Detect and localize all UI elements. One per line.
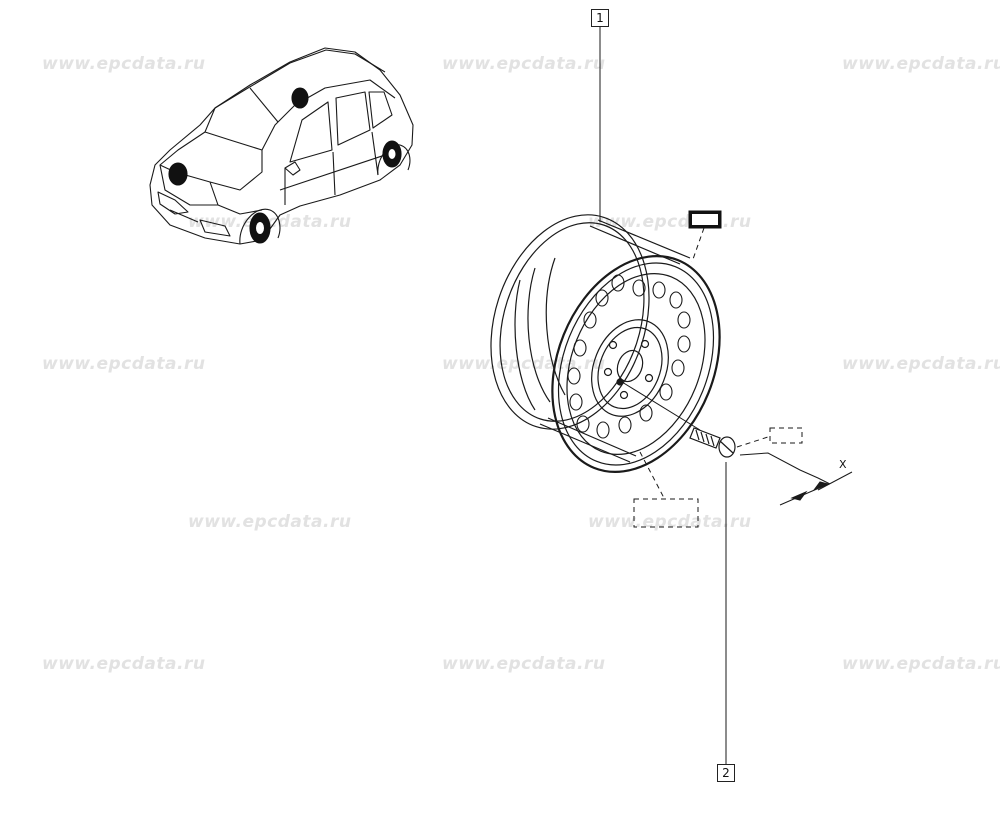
dimension-x-label: X — [839, 458, 847, 471]
car-locator-illustration — [149, 47, 414, 245]
wheel-rim-illustration — [490, 214, 721, 473]
dimension-x — [739, 452, 853, 506]
callout-2[interactable]: 2 — [717, 764, 735, 782]
dashed-leaders — [633, 227, 803, 528]
callout-1[interactable]: 1 — [591, 9, 609, 27]
leader-lines — [599, 27, 727, 764]
wheel-bolt-illustration — [689, 427, 736, 458]
rim-vent-holes — [567, 274, 691, 439]
